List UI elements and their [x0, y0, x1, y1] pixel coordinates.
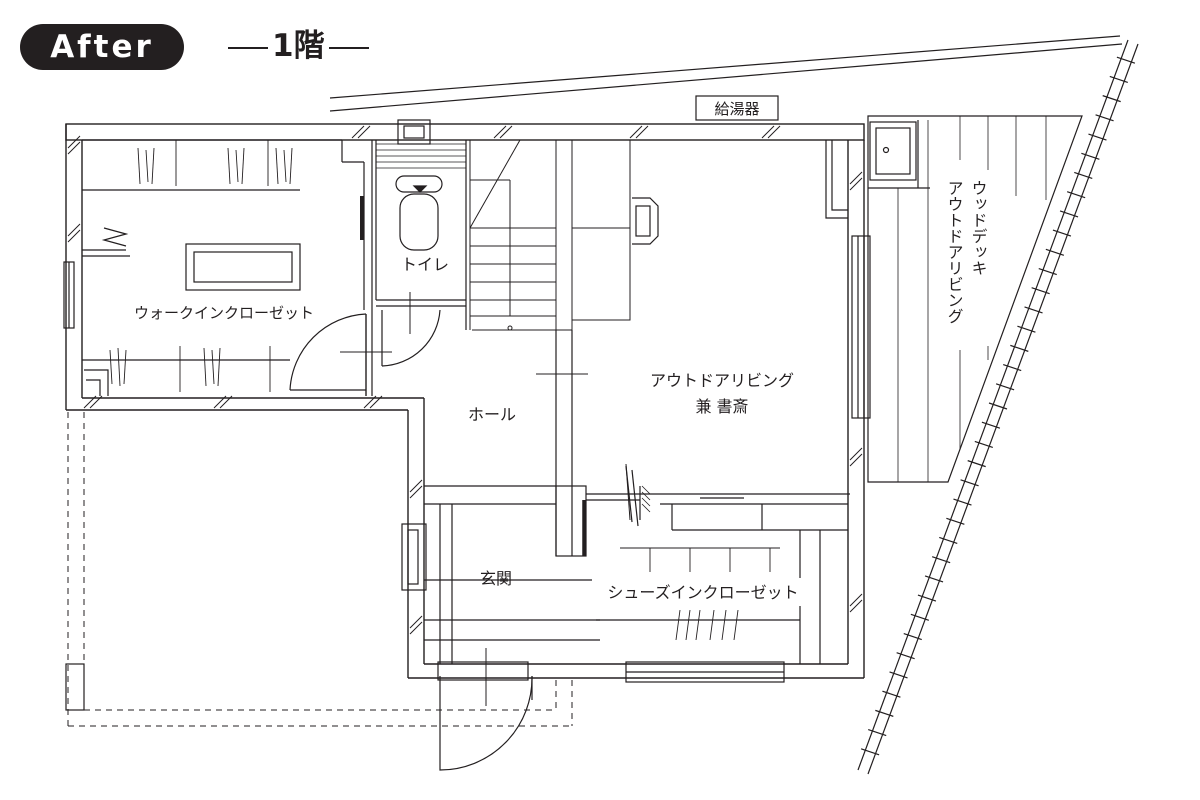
- fence-tick: [1088, 133, 1107, 141]
- fence-tick: [1109, 75, 1128, 83]
- fence-tick: [995, 383, 1015, 391]
- floor-title: 1階: [224, 22, 373, 70]
- toilet-room: [375, 140, 467, 330]
- carport-outline: [67, 412, 573, 727]
- label-walk-in-closet: ウォークインクローゼット: [134, 304, 314, 322]
- diagonal-fence: [857, 39, 1139, 775]
- title-dash-left: [228, 46, 268, 49]
- fence-tick: [1052, 229, 1072, 237]
- fence-tick: [875, 709, 894, 717]
- fence-tick: [917, 594, 937, 602]
- fence-tick: [974, 440, 993, 448]
- title-dash-right: [328, 46, 369, 49]
- fence-tick: [953, 498, 972, 506]
- carport-post: [65, 663, 85, 711]
- fence-tick: [1038, 267, 1057, 276]
- fence-tick: [860, 748, 880, 756]
- fence-tick: [1102, 95, 1121, 103]
- shoe-closet-label-bg: [592, 578, 816, 606]
- label-entrance: 玄関: [480, 569, 512, 588]
- fence-tick: [981, 421, 1001, 429]
- exterior-walls: [65, 123, 865, 679]
- label-living-line2: 兼 書斎: [695, 397, 748, 416]
- fence-tick: [939, 536, 958, 545]
- fence-tick: [1095, 114, 1114, 122]
- fence-tick: [889, 671, 908, 679]
- fence-tick: [960, 479, 979, 487]
- fence-tick: [910, 613, 930, 621]
- water-heater-box: [695, 95, 779, 121]
- fence-tick: [868, 729, 887, 737]
- fence-tick: [1066, 191, 1086, 199]
- wood-deck: [867, 115, 1083, 483]
- fence-tick: [924, 575, 944, 583]
- label-water-heater: 給湯器: [714, 100, 759, 118]
- staircase: [469, 139, 631, 331]
- label-shoe-closet: シューズインクローゼット: [607, 583, 798, 602]
- fence-tick: [967, 460, 986, 468]
- floor-label: 1階: [272, 28, 325, 64]
- label-living-line1: アウトドアリビング: [650, 371, 794, 390]
- fence-tick: [1017, 325, 1036, 333]
- label-deck-line2: アウトドアリビング: [945, 180, 964, 324]
- label-hall: ホール: [468, 405, 516, 424]
- fence-tick: [896, 652, 915, 660]
- fence-tick: [1074, 171, 1093, 180]
- fence-tick: [1003, 364, 1022, 372]
- fence-tick: [882, 690, 901, 698]
- living-room-fixtures: [555, 140, 850, 557]
- swing-arrows: [340, 292, 631, 706]
- property-line-top: [329, 35, 1123, 112]
- fence-tick: [1116, 56, 1136, 64]
- label-deck-line1: ウッドデッキ: [969, 180, 988, 276]
- doors: [289, 309, 533, 771]
- after-badge: After: [20, 24, 184, 70]
- room-labels: 給湯器 ウォークインクローゼット トイレ ホール アウトドアリビング 兼 書斎 …: [134, 95, 996, 606]
- fence-tick: [931, 556, 951, 564]
- wall-hatching: [67, 125, 863, 635]
- fence-tick: [1024, 306, 1043, 314]
- fence-tick: [1031, 287, 1050, 295]
- windows: [63, 119, 871, 683]
- fence-tick: [946, 517, 965, 525]
- label-toilet: トイレ: [401, 255, 449, 274]
- fence-tick: [988, 402, 1008, 410]
- fence-tick: [1059, 210, 1079, 218]
- fence-tick: [1045, 248, 1065, 256]
- fence-tick: [1010, 344, 1029, 352]
- fence-tick: [903, 632, 922, 641]
- fence-tick: [1081, 152, 1100, 160]
- deck-label-bg: [940, 174, 996, 346]
- walk-in-closet-fixtures: [82, 139, 373, 396]
